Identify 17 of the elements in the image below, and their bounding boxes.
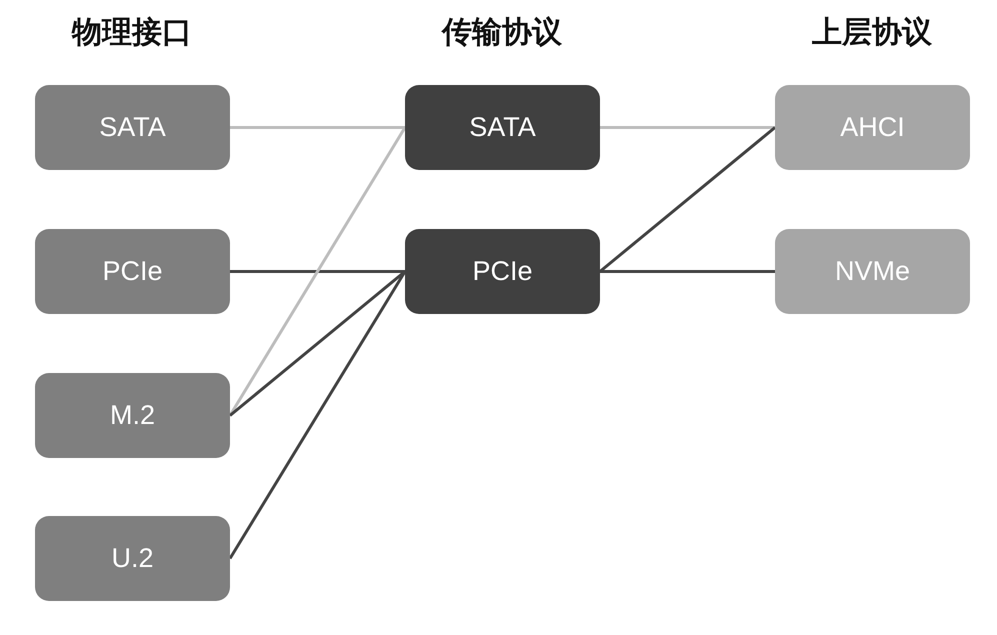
column-heading: 物理接口 bbox=[70, 14, 193, 52]
column-heading: 上层协议 bbox=[811, 14, 933, 52]
column-heading: 传输协议 bbox=[440, 14, 563, 52]
connector-line bbox=[230, 126, 405, 129]
protocol-box: PCIe bbox=[35, 229, 230, 314]
protocol-box: SATA bbox=[35, 85, 230, 170]
protocol-box: M.2 bbox=[35, 373, 230, 458]
connector-line bbox=[600, 126, 775, 129]
connector-line bbox=[600, 270, 775, 273]
protocol-box: PCIe bbox=[405, 229, 600, 314]
protocol-box: U.2 bbox=[35, 516, 230, 601]
protocol-box: SATA bbox=[405, 85, 600, 170]
protocol-box: AHCI bbox=[775, 85, 970, 170]
connector-line bbox=[228, 270, 406, 560]
connector-line bbox=[230, 270, 405, 273]
protocol-box: NVMe bbox=[775, 229, 970, 314]
connector-line bbox=[599, 126, 776, 273]
